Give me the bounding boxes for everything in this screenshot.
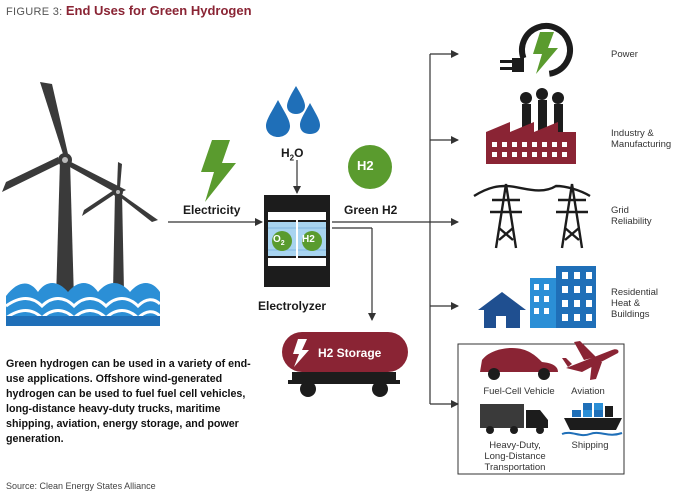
aviation-label: Aviation (571, 386, 605, 397)
h2-storage-tank-icon (282, 332, 408, 397)
power-label: Power (611, 49, 638, 60)
h2-storage-label: H2 Storage (318, 346, 382, 360)
figure-heading: End Uses for Green Hydrogen (65, 3, 252, 18)
car-icon (480, 348, 558, 380)
description-paragraph: Green hydrogen can be used in a variety … (6, 358, 251, 445)
power-plug-icon (500, 23, 573, 77)
flow-arrows (168, 50, 459, 408)
fuel-cell-label: Fuel-Cell Vehicle (483, 386, 555, 397)
source-note: Source: Clean Energy States Alliance (6, 481, 156, 491)
green-h2-circle (348, 145, 392, 189)
transport-box (457, 343, 625, 475)
industry-label: Industry &Manufacturing (611, 128, 672, 150)
truck-icon (480, 404, 548, 434)
electrolyzer-o2-label: O2 (273, 234, 285, 247)
buildings-icon (478, 266, 596, 328)
lightning-icon (201, 140, 236, 202)
wind-turbine-icon (2, 82, 158, 300)
water-label: H2O (281, 146, 304, 163)
ship-icon (561, 403, 623, 437)
electrolyzer-h2-label: H2 (302, 234, 315, 245)
electrolyzer-icon (264, 195, 330, 287)
figure-title: FIGURE 3: End Uses for Green Hydrogen (6, 3, 252, 18)
ocean-waves-icon (5, 283, 162, 326)
airplane-icon (562, 341, 619, 380)
electricity-label: Electricity (183, 203, 241, 217)
figure-label: FIGURE 3: (6, 6, 63, 18)
transmission-tower-icon (473, 183, 591, 249)
factory-icon (486, 88, 576, 164)
electrolyzer-label: Electrolyzer (258, 299, 327, 313)
green-h2-badge: H2 (357, 158, 374, 173)
green-h2-label: Green H2 (344, 203, 398, 217)
shipping-label: Shipping (571, 440, 609, 451)
water-drops-icon (266, 86, 320, 137)
